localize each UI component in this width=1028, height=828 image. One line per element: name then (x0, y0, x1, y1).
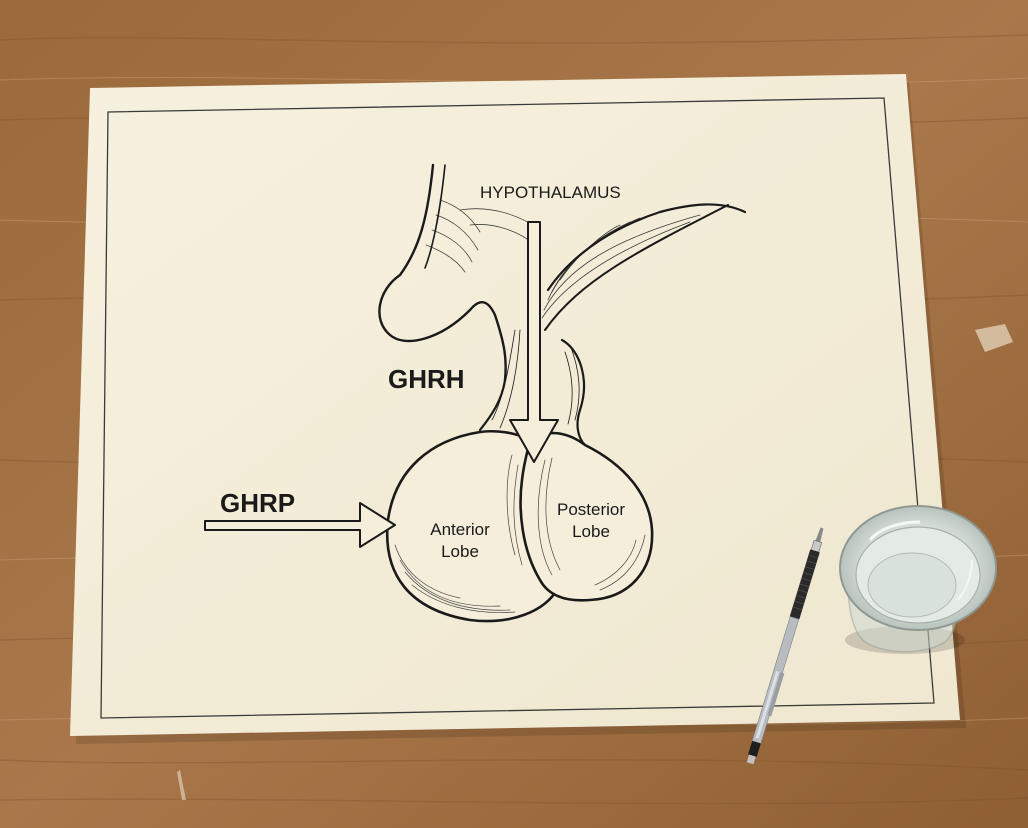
ghrh-arrow (509, 221, 559, 463)
paper-sheet (70, 74, 966, 744)
pituitary-stalk-right (560, 338, 587, 447)
hypothalamus-left-fold (378, 163, 507, 382)
glass-of-water (839, 505, 997, 654)
label-posterior-lobe-line2: Lobe (572, 522, 610, 541)
label-hypothalamus: HYPOTHALAMUS (480, 183, 621, 202)
label-ghrp: GHRP (220, 488, 295, 518)
label-anterior-lobe-line2: Lobe (441, 542, 479, 561)
pituitary-stalk-left (478, 378, 507, 432)
ghrp-arrow (204, 502, 396, 548)
pituitary-diagram (204, 163, 747, 623)
label-ghrh: GHRH (388, 364, 465, 394)
posterior-lobe (519, 431, 654, 602)
diagram-labels: HYPOTHALAMUS GHRH GHRP Anterior Lobe Pos… (220, 183, 625, 561)
label-anterior-lobe-line1: Anterior (430, 520, 490, 539)
label-posterior-lobe-line1: Posterior (557, 500, 625, 519)
paper-border (100, 97, 935, 719)
mechanical-pencil (746, 527, 824, 765)
